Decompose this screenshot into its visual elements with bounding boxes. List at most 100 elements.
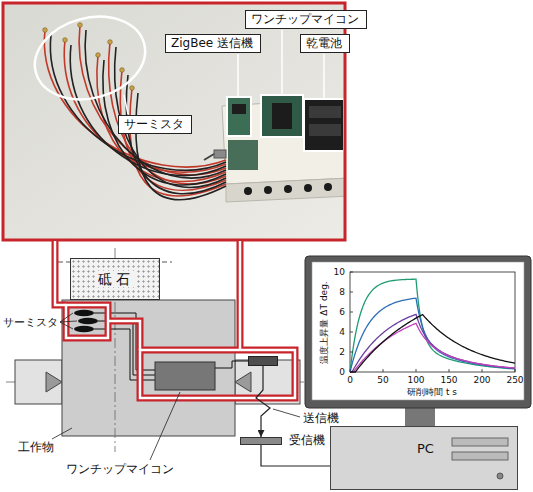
device-photo [214, 150, 226, 158]
computer [312, 262, 524, 400]
device-photo [26, 5, 155, 111]
machine-schematic [60, 322, 73, 329]
device-photo [96, 53, 101, 58]
device-photo [305, 100, 345, 150]
node-text: 送信機 [303, 411, 331, 425]
device-photo [124, 95, 128, 114]
device-photo [227, 95, 344, 151]
machine-schematic [55, 241, 240, 350]
device-photo [115, 47, 226, 187]
computer [497, 473, 503, 479]
tick-label: 0 [347, 375, 353, 386]
device-photo [237, 54, 239, 96]
label-slot: 温度上昇量 ΔT deg. [283, 317, 365, 328]
part-label: サーミスタ [3, 316, 58, 329]
device-photo [304, 184, 312, 192]
node-text: 乾電池 [306, 36, 344, 50]
machine-schematic [273, 409, 300, 417]
device-photo [108, 40, 113, 45]
device-photo [309, 106, 341, 118]
machine-schematic [55, 241, 295, 398]
temperature-chart [350, 272, 515, 372]
device-photo [50, 35, 226, 170]
tick-mark [350, 312, 353, 313]
data-curve [350, 314, 515, 372]
machine-schematic [140, 350, 295, 398]
device-photo [126, 75, 226, 194]
device-photo [261, 95, 303, 137]
machine-schematic [60, 321, 77, 322]
tick-mark [350, 372, 353, 373]
device-photo [228, 140, 258, 170]
device-photo [130, 86, 135, 91]
tick-label: 10 [334, 267, 345, 278]
tick-label: 0 [339, 367, 345, 378]
tick-mark [416, 369, 417, 372]
label-box: ZigBee 送信機 [165, 34, 261, 53]
part-label: 工作物 [18, 440, 54, 454]
machine-schematic [62, 300, 235, 436]
tick-label: 100 [407, 375, 424, 386]
label-box: サーミスタ [118, 115, 192, 134]
pc-unit: PC [330, 426, 518, 490]
tick-mark [515, 369, 516, 372]
device-photo [124, 30, 324, 114]
label-slot: 2 [339, 347, 345, 358]
device-photo [3, 3, 345, 240]
label-slot: 工作物 [18, 440, 54, 454]
machine-schematic [15, 360, 62, 404]
device-photo [284, 185, 292, 193]
label-slot: 0 [339, 367, 345, 378]
label-slot: 8 [339, 287, 345, 298]
machine-schematic [155, 362, 215, 390]
receiver: 受信機 [240, 437, 282, 445]
label-slot: 200 [473, 375, 490, 386]
device-photo [262, 96, 302, 136]
tick-mark [350, 352, 353, 353]
tick-label: 150 [440, 375, 457, 386]
machine-schematic [235, 372, 251, 392]
node-text: サーミスタ [124, 117, 186, 131]
machine-schematic [52, 313, 300, 460]
photo-frame [3, 3, 345, 240]
machine-schematic [78, 318, 98, 325]
machine-schematic [46, 372, 62, 392]
computer [452, 452, 508, 460]
node-text: 砥石 [95, 271, 136, 288]
device-photo [304, 99, 344, 151]
machine-schematic [140, 350, 295, 398]
computer [330, 426, 518, 490]
tick-label: 250 [506, 375, 523, 386]
device-photo [120, 68, 125, 73]
data-curve [350, 279, 515, 372]
label-slot: サーミスタ [3, 316, 58, 329]
device-photo [244, 187, 252, 195]
computer [452, 438, 508, 446]
cable [261, 445, 330, 466]
device-photo [204, 154, 214, 160]
device-photo [227, 97, 251, 136]
data-curve [350, 298, 515, 372]
computer [405, 406, 435, 426]
machine-schematic [60, 313, 73, 322]
machine-schematic [55, 241, 295, 398]
device-photo [324, 183, 332, 191]
label-box: 乾電池 [300, 34, 350, 53]
label-slot: 0 [347, 375, 353, 386]
tick-label: 6 [339, 307, 345, 318]
node-text: PC [417, 441, 533, 457]
device-photo [63, 38, 68, 43]
tick-mark [449, 369, 450, 372]
device-photo [43, 28, 48, 33]
tick-mark [482, 369, 483, 372]
transmitter: 送信機 [248, 356, 278, 366]
grinding-wheel: 砥石 [70, 258, 160, 300]
tick-mark [350, 292, 353, 293]
tick-label: 50 [377, 375, 388, 386]
tick-label: 8 [339, 287, 345, 298]
tick-mark [350, 332, 353, 333]
tick-label: 2 [339, 347, 345, 358]
label-slot: ワンチップマイコン [66, 462, 174, 476]
